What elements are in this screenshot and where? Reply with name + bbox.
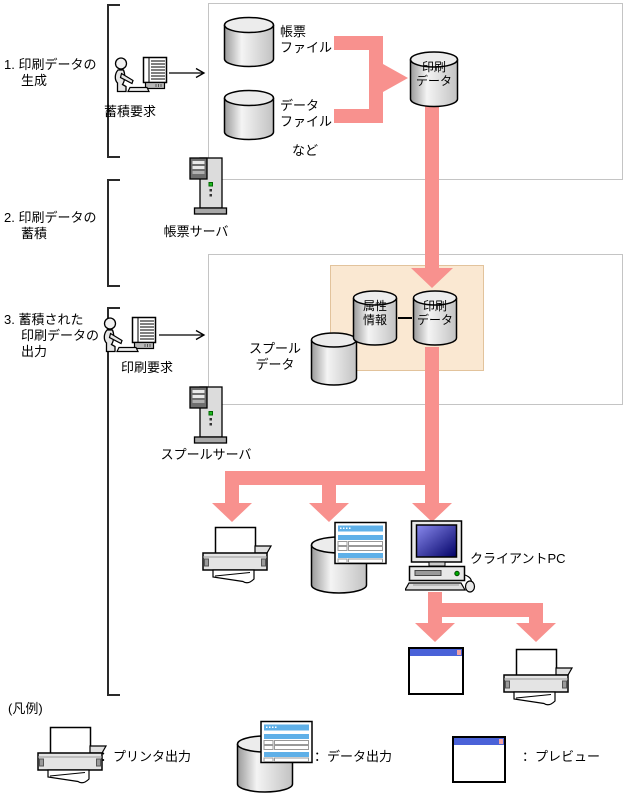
print-data-2-line-1: 印刷 (422, 299, 447, 313)
split-arrow-2-crossbar (428, 603, 543, 617)
split-arrow-1-stem (425, 347, 439, 472)
step-1-bracket (107, 4, 120, 158)
form-file-label: 帳票 ファイル (280, 24, 332, 56)
legend-preview-label: ：プレビュー (522, 749, 601, 764)
step-1-line-1: 1. 印刷データの (4, 57, 97, 72)
step-3-bracket (107, 307, 120, 696)
form-server-label: 帳票サーバ (163, 224, 229, 239)
print-data-line-2: データ (415, 74, 452, 88)
legend-data-output-label: ：データ出力 (314, 749, 393, 764)
legend-preview-close-dot (499, 739, 503, 744)
step-2-line-1: 2. 印刷データの (4, 210, 97, 225)
preview-titlebar (410, 649, 462, 656)
cylinder-connector-line (398, 317, 412, 319)
form-file-line-1: 帳票 (280, 24, 307, 39)
attribute-info-cylinder-icon (352, 289, 398, 347)
split-arrow-1-right-head (412, 503, 452, 522)
legend-data-output-icon (236, 720, 314, 796)
person-at-computer-icon-2 (101, 316, 159, 358)
form-server-icon (189, 157, 229, 215)
merge-arrow-vertical-bar (369, 36, 383, 123)
split-arrow-1-right-drop (425, 485, 439, 505)
split-arrow-1-mid-head (309, 503, 349, 522)
spool-data-line-2: データ (255, 357, 295, 372)
legend-title: (凡例) (8, 701, 43, 716)
attribute-info-label: 属性 情報 (352, 299, 398, 327)
thin-right-arrow-icon-2 (159, 329, 207, 341)
flow-down-arrow-1-head (411, 268, 453, 288)
legend-printer-icon (36, 726, 108, 786)
step-2-bracket (107, 179, 120, 287)
legend-printer-label: ：プリンタ出力 (100, 749, 192, 764)
data-file-line-2: ファイル (280, 114, 333, 129)
step-3-label: 3. 蓄積された 印刷データの 出力 (4, 312, 99, 360)
printer-icon-2 (502, 648, 574, 708)
split-arrow-2-left-head (415, 623, 455, 642)
print-data-2-line-2: データ (416, 313, 453, 327)
spool-data-cylinder-icon (310, 331, 358, 387)
data-output-icon (310, 521, 388, 597)
person-at-computer-icon (112, 56, 170, 98)
legend-preview-icon (452, 736, 506, 783)
data-file-label: データ ファイル (280, 98, 332, 130)
print-request-label: 印刷要求 (120, 360, 173, 375)
print-data-line-1: 印刷 (421, 60, 446, 74)
spool-server-icon (189, 386, 229, 444)
store-request-label: 蓄積要求 (103, 104, 156, 119)
split-arrow-1-mid-drop (322, 485, 336, 505)
spool-box (208, 254, 623, 405)
preview-window-icon (408, 647, 464, 695)
data-file-cylinder-icon (223, 89, 275, 141)
legend-preview-titlebar (454, 738, 504, 745)
print-data-2-label: 印刷 データ (412, 299, 458, 327)
step-1-label: 1. 印刷データの 生成 (4, 57, 96, 89)
etc-label: など (292, 143, 319, 158)
spool-server-label: スプールサーバ (160, 447, 252, 462)
step-1-line-2: 生成 (21, 73, 48, 88)
split-arrow-1-crossbar (225, 471, 439, 485)
print-data-cylinder-2-icon (412, 289, 458, 347)
step-3-line-2: 印刷データの (21, 328, 100, 343)
print-data-label: 印刷 データ (409, 60, 459, 88)
step-3-line-1: 3. 蓄積された (4, 312, 84, 327)
printer-icon (201, 526, 273, 586)
thin-right-arrow-icon (169, 67, 207, 79)
client-pc-label: クライアントPC (470, 551, 566, 566)
generation-box (208, 3, 623, 180)
step-2-line-2: 蓄積 (21, 226, 48, 241)
attribute-info-line-2: 情報 (362, 313, 387, 327)
step-2-label: 2. 印刷データの 蓄積 (4, 210, 96, 242)
flow-down-arrow-1-bar (425, 106, 439, 270)
form-file-line-2: ファイル (280, 40, 333, 55)
form-file-cylinder-icon (223, 16, 275, 68)
split-arrow-2-right-head (516, 623, 556, 642)
client-pc-icon (403, 520, 477, 594)
spool-data-line-1: スプール (248, 341, 301, 356)
preview-close-dot (457, 650, 461, 655)
attribute-info-line-1: 属性 (362, 299, 387, 313)
merge-arrow-head (383, 64, 408, 92)
data-file-line-1: データ (280, 98, 320, 113)
print-data-cylinder-icon (409, 50, 459, 108)
split-arrow-1-left-drop (225, 485, 239, 505)
step-3-line-3: 出力 (21, 344, 48, 359)
spool-data-label: スプール データ (243, 341, 307, 373)
split-arrow-1-left-head (212, 503, 252, 522)
split-arrow-2-right-drop (529, 603, 543, 625)
